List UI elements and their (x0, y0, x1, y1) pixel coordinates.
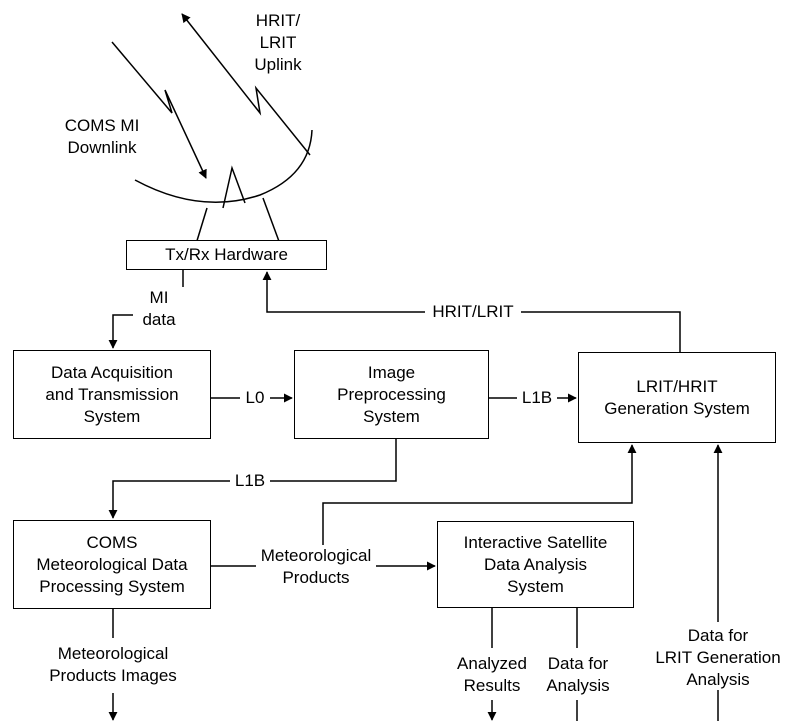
coms-mdps-box: COMS Meteorological Data Processing Syst… (13, 520, 211, 609)
antenna-mount-right (262, 197, 281, 245)
tx-rx-hardware-label: Tx/Rx Hardware (165, 245, 288, 264)
hrit-lrit-label: HRIT/LRIT (425, 301, 521, 323)
data-acquisition-label: Data Acquisition and Transmission System (45, 362, 179, 426)
l0-label: L0 (240, 387, 270, 409)
coms-mdps-label: COMS Meteorological Data Processing Syst… (36, 532, 188, 596)
data-for-analysis-label: Data for Analysis (546, 654, 610, 695)
uplink-label: HRIT/ LRIT Uplink (254, 11, 302, 74)
analyzed-results-label: Analyzed Results (457, 654, 527, 695)
mi-data-label: MI data (133, 287, 185, 331)
data-acquisition-box: Data Acquisition and Transmission System (13, 350, 211, 439)
products-generation-arrow (322, 444, 637, 548)
antenna-dish-icon (134, 129, 313, 203)
interactive-analysis-box: Interactive Satellite Data Analysis Syst… (437, 521, 634, 608)
image-preprocessing-box: Image Preprocessing System (294, 350, 489, 439)
l1b-generation-label: L1B (517, 387, 557, 409)
uplink-arrow (181, 13, 311, 156)
antenna-mount-left (195, 207, 208, 245)
lrit-hrit-generation-label: LRIT/HRIT Generation System (604, 376, 750, 418)
lrit-hrit-generation-box: LRIT/HRIT Generation System (578, 352, 776, 443)
meteorological-products-label: Meteorological Products (256, 545, 376, 589)
downlink-label: COMS MI Downlink (64, 116, 140, 157)
antenna-feed-icon (222, 165, 246, 209)
l1b-coms-label: L1B (230, 470, 270, 492)
interactive-analysis-label: Interactive Satellite Data Analysis Syst… (463, 532, 608, 596)
data-for-lrit-label: Data for LRIT Generation Analysis (655, 626, 781, 689)
products-images-label: Meteorological Products Images (49, 644, 177, 685)
image-preprocessing-label: Image Preprocessing System (337, 362, 446, 426)
tx-rx-hardware-box: Tx/Rx Hardware (126, 240, 327, 270)
downlink-arrow (111, 41, 207, 179)
